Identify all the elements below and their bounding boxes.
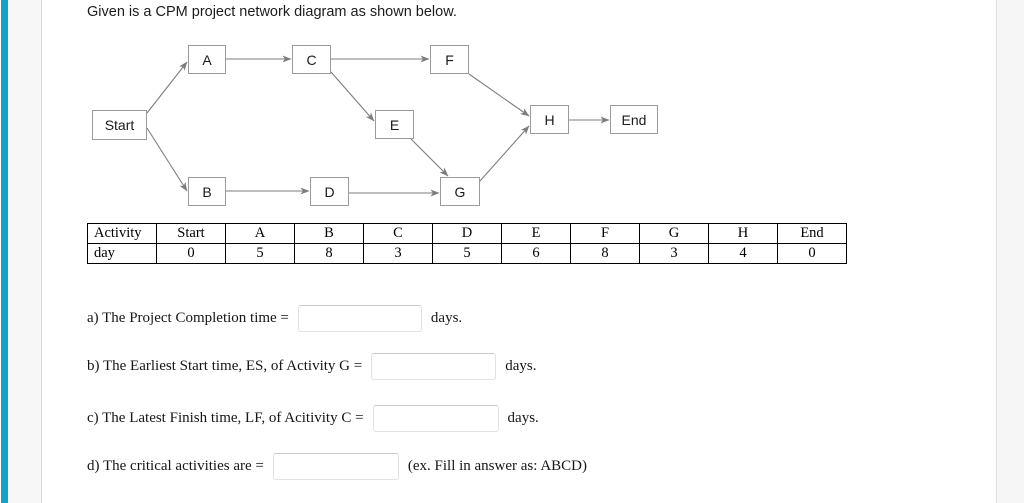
row-header-activity: Activity (87, 223, 157, 244)
question-b-label: b) The Earliest Start time, ES, of Activ… (87, 358, 363, 374)
right-rail (996, 0, 1024, 503)
node-b: B (188, 177, 226, 206)
answer-input-c[interactable] (372, 405, 499, 432)
edge-f-h (468, 73, 530, 117)
node-h-label: H (544, 111, 555, 128)
cell-activity-b: B (294, 223, 364, 244)
edge-e-g (410, 138, 449, 177)
cell-activity-h: H (708, 223, 778, 244)
node-end-label: End (621, 111, 647, 128)
node-e: E (375, 110, 414, 139)
cell-day-end: 0 (777, 243, 847, 264)
cell-activity-g: G (639, 223, 709, 244)
question-a: a) The Project Completion time = days. (87, 305, 462, 332)
node-b-label: B (202, 183, 212, 200)
node-f: F (430, 45, 469, 74)
question-d-suffix: (ex. Fill in answer as: ABCD) (407, 458, 588, 474)
question-c-label: c) The Latest Finish time, LF, of Acitiv… (87, 410, 364, 426)
cell-day-c: 3 (363, 243, 433, 264)
left-accent-bar (1, 0, 8, 503)
question-a-suffix: days. (430, 310, 463, 326)
cell-day-a: 5 (225, 243, 295, 264)
cell-activity-e: E (501, 223, 571, 244)
cpm-network-diagram: Start A B C D E F G H End (42, 30, 742, 220)
diagram-edges-layer (146, 55, 610, 197)
edge-g-h (479, 125, 530, 182)
cell-activity-c: C (363, 223, 433, 244)
node-d: D (310, 177, 349, 206)
cell-activity-a: A (225, 223, 295, 244)
cell-day-start: 0 (156, 243, 226, 264)
question-content-area: Given is a CPM project network diagram a… (42, 0, 996, 503)
question-d: d) The critical activities are = (ex. Fi… (87, 453, 587, 480)
node-a: A (188, 45, 226, 74)
table-row-activity: Activity Start A B C D E F G H End (87, 223, 847, 244)
activity-duration-table: Activity Start A B C D E F G H End day 0… (87, 223, 847, 264)
question-b-suffix: days. (505, 358, 537, 374)
question-c-suffix: days. (507, 410, 539, 426)
cell-day-b: 8 (294, 243, 364, 264)
question-a-label: a) The Project Completion time = (87, 310, 289, 326)
edge-start-b (146, 127, 188, 192)
node-g: G (440, 177, 480, 206)
question-b: b) The Earliest Start time, ES, of Activ… (87, 353, 536, 380)
edge-c-e (330, 71, 375, 122)
cell-activity-start: Start (156, 223, 226, 244)
node-start: Start (92, 110, 147, 140)
node-h: H (530, 105, 569, 134)
cell-day-d: 5 (432, 243, 502, 264)
node-c: C (292, 45, 331, 74)
answer-input-b[interactable] (371, 353, 497, 380)
page-title: Given is a CPM project network diagram a… (87, 4, 457, 20)
cell-day-e: 6 (501, 243, 571, 264)
question-d-label: d) The critical activities are = (87, 458, 264, 474)
answer-input-d[interactable] (272, 453, 399, 480)
cell-activity-d: D (432, 223, 502, 244)
answer-input-a[interactable] (297, 305, 422, 332)
question-c: c) The Latest Finish time, LF, of Acitiv… (87, 405, 539, 432)
node-start-label: Start (104, 117, 135, 133)
table-row-day: day 0 5 8 3 5 6 8 3 4 0 (87, 243, 847, 264)
node-c-label: C (306, 51, 317, 68)
node-f-label: F (445, 51, 454, 68)
node-a-label: A (202, 51, 212, 68)
node-g-label: G (454, 183, 466, 200)
node-e-label: E (389, 116, 400, 133)
cell-day-f: 8 (570, 243, 640, 264)
cell-day-h: 4 (708, 243, 778, 264)
node-d-label: D (324, 183, 335, 200)
cell-activity-f: F (570, 223, 640, 244)
edge-start-a (146, 61, 188, 114)
node-end: End (610, 105, 658, 134)
cell-day-g: 3 (639, 243, 709, 264)
cell-activity-end: End (777, 223, 847, 244)
row-header-day: day (87, 243, 157, 264)
left-gutter (8, 0, 42, 503)
